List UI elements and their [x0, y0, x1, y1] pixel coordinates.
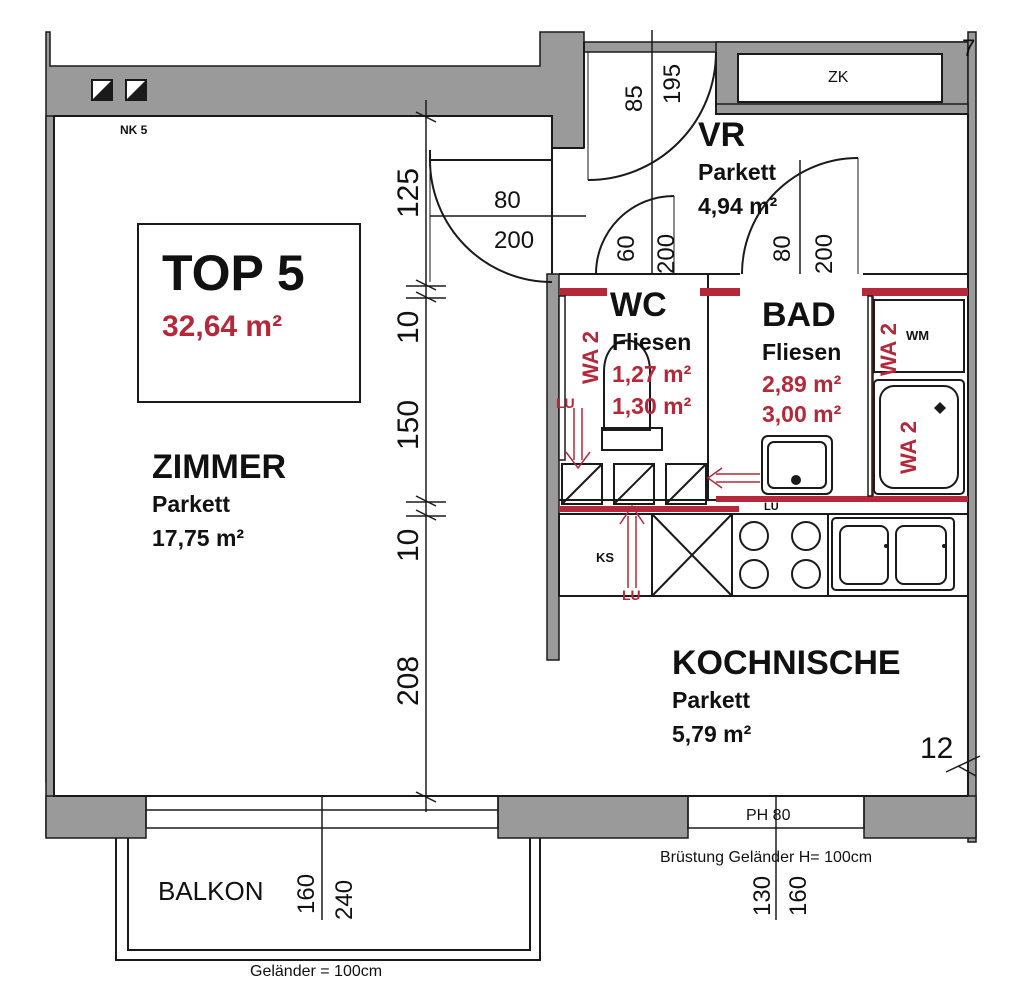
bad-name: BAD	[762, 296, 836, 334]
ph80-label: PH 80	[746, 807, 791, 824]
stove-burner-1	[739, 521, 769, 551]
wall-left	[45, 115, 55, 837]
wc-floor: Fliesen	[612, 329, 691, 355]
fixtures	[561, 299, 965, 505]
dimension-line-vertical	[406, 100, 446, 812]
dim-208: 208	[392, 656, 425, 706]
bad-wall-line	[867, 295, 873, 497]
bad-dim-80: 80	[769, 235, 796, 262]
tub-tap-icon	[934, 402, 946, 414]
wc-dim-200: 200	[653, 234, 680, 274]
zk-label: ZK	[828, 69, 849, 86]
wall-kitchen-stub	[546, 273, 560, 661]
washing-machine-box	[873, 299, 965, 373]
stove-burner-2	[791, 521, 821, 551]
wall-top-left	[45, 31, 585, 783]
toilet-tank	[601, 427, 663, 451]
entry-door-arc	[429, 159, 553, 283]
nk-label: NK 5	[120, 123, 148, 137]
wall-right	[967, 31, 977, 843]
dim-150: 150	[392, 400, 425, 450]
wc-shaft-line	[558, 295, 566, 461]
kitchen-counter	[558, 513, 969, 597]
bad-floor: Fliesen	[762, 339, 841, 365]
kochnische-floor: Parkett	[672, 687, 750, 713]
windows	[145, 795, 865, 920]
wm-label: WM	[906, 328, 929, 343]
balk-dim-240: 240	[331, 880, 358, 920]
zimmer-area: 17,75 m²	[152, 525, 244, 551]
wall-vr-top	[715, 103, 969, 115]
wa2-wc: WA 2	[578, 331, 603, 384]
wc-area-1: 1,27 m²	[612, 361, 692, 387]
doors	[429, 30, 859, 283]
vr-dim-85: 85	[621, 85, 648, 112]
bathtub	[873, 379, 965, 495]
wa2-bad-top: WA 2	[876, 323, 901, 376]
wall-bottom-left	[45, 795, 147, 839]
walls	[45, 31, 977, 843]
dim-125: 125	[392, 168, 425, 218]
zk-box	[737, 53, 943, 103]
balk-dim-160: 160	[293, 874, 320, 914]
shaft-box-1	[561, 463, 603, 505]
stove-burner-3	[739, 559, 769, 589]
wa2-bad-tub: WA 2	[896, 421, 921, 474]
dim-10-upper: 10	[392, 311, 425, 344]
win-dim-160: 160	[785, 876, 812, 916]
edge-dimension-7: 7	[962, 35, 975, 62]
bad-area-1: 2,89 m²	[762, 371, 842, 397]
bad-area-2: 3,00 m²	[762, 401, 842, 427]
drain-icon	[791, 475, 801, 485]
unit-title: TOP 5	[162, 245, 305, 301]
dim-12: 12	[920, 732, 953, 765]
kitchen-fixtures	[558, 513, 969, 597]
wc-name: WC	[610, 286, 667, 324]
shaft-box-3	[665, 463, 707, 505]
wall-bottom-mid	[497, 795, 689, 839]
lu-kitchen: LU	[622, 587, 641, 603]
bad-dim-200: 200	[811, 234, 838, 274]
wc-dim-60: 60	[613, 235, 640, 262]
wc-door-arc	[595, 195, 675, 275]
kitchen-sink	[831, 517, 955, 591]
unit-box	[137, 223, 361, 403]
kochnische-name: KOCHNISCHE	[672, 644, 901, 682]
nk-icons	[91, 79, 147, 101]
lu-bad: LU	[764, 501, 779, 513]
gelaender-label: Geländer = 100cm	[250, 963, 382, 980]
wall-bottom-right	[863, 795, 977, 839]
wash-basin	[761, 435, 833, 495]
win-dim-130: 130	[749, 876, 776, 916]
vr-name: VR	[698, 116, 745, 154]
entry-height: 200	[494, 227, 534, 254]
lu-arrows	[565, 408, 760, 588]
vr-floor: Parkett	[698, 159, 776, 185]
entry-width: 80	[494, 187, 521, 214]
dim-10-lower: 10	[392, 529, 425, 562]
vr-area: 4,94 m²	[698, 193, 778, 219]
vr-dim-195: 195	[659, 64, 686, 104]
vr-door-arc	[587, 51, 717, 181]
kochnische-area: 5,79 m²	[672, 721, 752, 747]
zimmer-floor: Parkett	[152, 491, 230, 517]
bruestung-label: Brüstung Geländer H= 100cm	[660, 849, 872, 866]
balkon-name: BALKON	[158, 876, 264, 906]
bad-door-arc	[741, 157, 859, 275]
toilet	[603, 339, 651, 431]
unit-area: 32,64 m²	[162, 310, 282, 343]
shaft-box-2	[613, 463, 655, 505]
wc-area-2: 1,30 m²	[612, 393, 692, 419]
balkon	[115, 838, 541, 961]
lu-wc: LU	[556, 395, 575, 411]
ks-label: KS	[596, 550, 614, 565]
zimmer-name: ZIMMER	[152, 448, 286, 486]
stove-burner-4	[791, 559, 821, 589]
